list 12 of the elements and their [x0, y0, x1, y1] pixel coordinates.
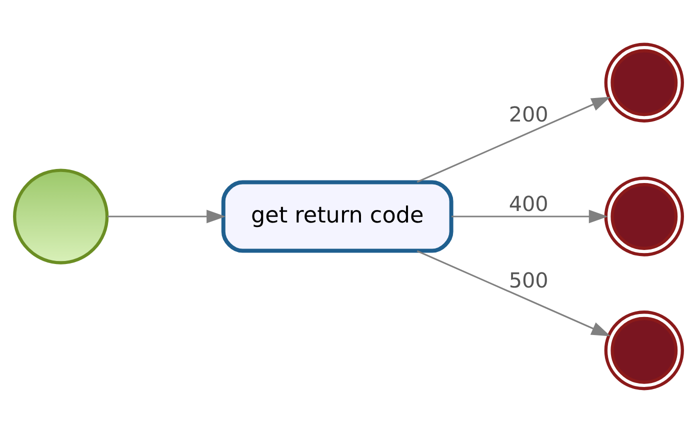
arrow — [416, 250, 611, 336]
arrow — [108, 209, 226, 223]
arrow — [452, 209, 608, 223]
arrow — [416, 96, 611, 182]
node-circle — [604, 42, 684, 122]
edge-label: 500 — [508, 268, 548, 292]
edge-label: 400 — [508, 191, 548, 216]
edge-label: 200 — [508, 102, 548, 126]
node-box: get return code — [221, 180, 454, 252]
node-circle — [604, 176, 684, 256]
node-circle — [13, 168, 109, 264]
node-circle — [604, 310, 684, 390]
